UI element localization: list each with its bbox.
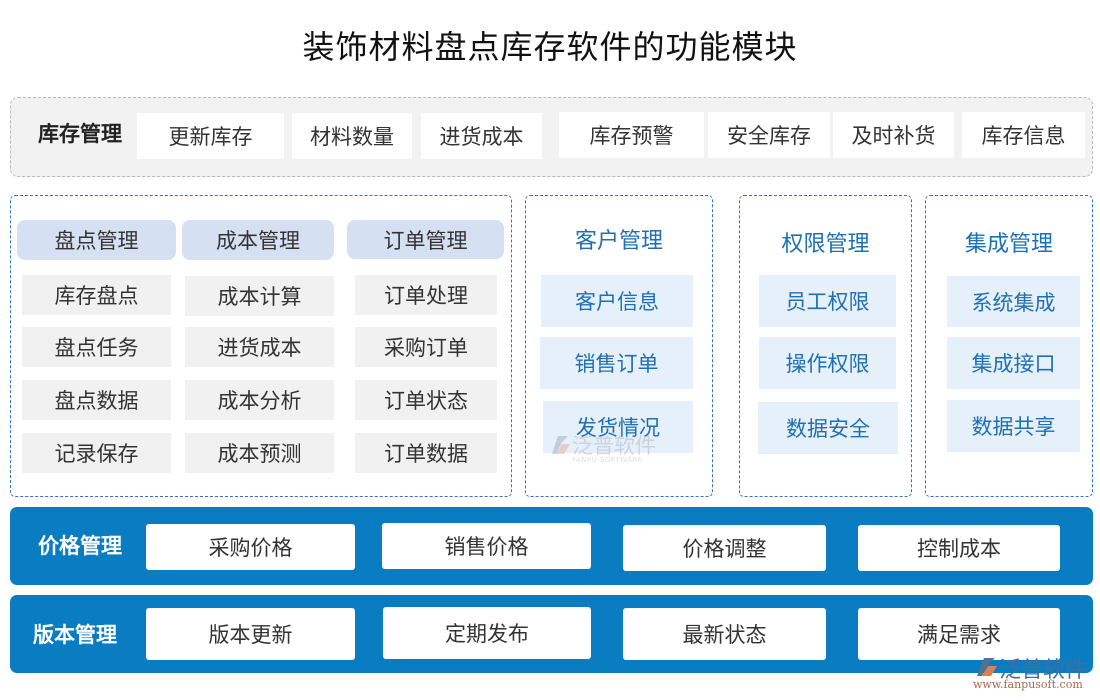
permission-item: 员工权限: [759, 275, 896, 327]
order-item: 订单数据: [355, 433, 497, 473]
version-item: 最新状态: [623, 608, 826, 660]
corner-brand: 泛普软件: [999, 658, 1088, 683]
stocktaking-item: 盘点数据: [22, 380, 171, 420]
integration-header: 集成管理: [964, 232, 1053, 257]
customer-group: [525, 195, 713, 497]
cost-item: 成本预测: [185, 433, 334, 473]
order-item: 订单状态: [355, 380, 497, 420]
fanpu-logo-icon: [977, 658, 997, 676]
inventory-item: 库存预警: [559, 112, 704, 158]
stocktaking-header: 盘点管理: [17, 220, 176, 260]
permission-header: 权限管理: [781, 232, 870, 257]
inventory-item: 进货成本: [421, 113, 542, 159]
stocktaking-item: 盘点任务: [22, 327, 171, 367]
inventory-item: 库存信息: [962, 112, 1085, 158]
order-item: 采购订单: [355, 327, 497, 367]
inventory-item: 安全库存: [708, 112, 830, 158]
cost-item: 成本分析: [185, 380, 334, 420]
inventory-item: 更新库存: [137, 113, 284, 159]
integration-item: 数据共享: [947, 400, 1080, 452]
customer-item: 发货情况: [543, 401, 693, 453]
core-modules-group: [10, 195, 512, 497]
stocktaking-item: 记录保存: [22, 433, 171, 473]
watermark-brand-en: FANPU SOFTWARE: [572, 456, 643, 464]
order-item: 订单处理: [355, 275, 497, 315]
fanpu-logo-icon: [552, 436, 570, 454]
price-item: 采购价格: [146, 524, 355, 570]
watermark-brand: 泛普软件: [572, 434, 656, 458]
version-item: 定期发布: [383, 607, 591, 659]
cost-item: 成本计算: [185, 276, 334, 316]
customer-item: 销售订单: [540, 337, 693, 389]
price-item: 控制成本: [858, 525, 1060, 571]
customer-header: 客户管理: [574, 229, 663, 254]
integration-item: 集成接口: [947, 337, 1080, 389]
permission-item: 数据安全: [758, 402, 898, 454]
order-header: 订单管理: [347, 220, 504, 259]
integration-group: [925, 195, 1093, 497]
diagram-title: 装饰材料盘点库存软件的功能模块: [302, 28, 798, 66]
permission-group: [739, 195, 912, 497]
integration-item: 系统集成: [947, 276, 1080, 327]
version-item: 版本更新: [146, 608, 355, 660]
inventory-item: 及时补货: [833, 112, 954, 158]
inventory-item: 材料数量: [292, 113, 412, 159]
cost-header: 成本管理: [182, 220, 334, 260]
price-item: 销售价格: [382, 523, 591, 569]
version-label: 版本管理: [33, 622, 117, 647]
customer-item: 客户信息: [541, 275, 693, 327]
corner-url: www.fanpusoft.com: [973, 678, 1083, 691]
inventory-label: 库存管理: [38, 121, 122, 146]
stocktaking-item: 库存盘点: [22, 275, 171, 315]
version-item: 满足需求: [858, 608, 1060, 660]
permission-item: 操作权限: [759, 337, 896, 389]
price-label: 价格管理: [38, 533, 122, 558]
cost-item: 进货成本: [185, 327, 334, 367]
price-item: 价格调整: [623, 525, 826, 571]
